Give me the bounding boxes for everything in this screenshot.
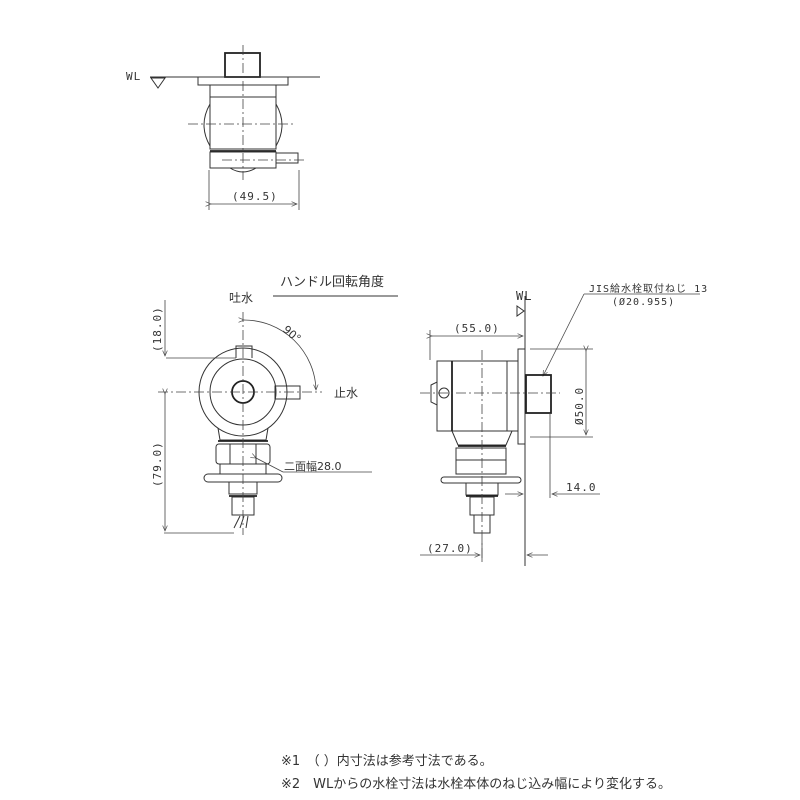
handle-rotation-title: ハンドル回転角度 xyxy=(280,274,384,290)
top-view: WL (49.5) xyxy=(126,45,320,210)
top-width-dim: (49.5) xyxy=(232,190,278,203)
dim-diameter: Ø50.0 xyxy=(573,387,586,425)
dim-thread-len: 14.0 xyxy=(566,481,597,494)
thread-label: JIS給水栓取付ねじ 13 xyxy=(589,282,708,295)
dim-height: (79.0) xyxy=(151,441,164,487)
angle-label: 90° xyxy=(280,323,303,345)
wl-triangle-icon xyxy=(150,77,166,89)
stop-label: 止水 xyxy=(334,386,358,400)
spout-label: 吐水 xyxy=(229,291,253,305)
dim-depth: (55.0) xyxy=(454,322,500,335)
front-view: ハンドル回転角度 吐水 止水 90° 二面幅28.0 xyxy=(151,274,398,535)
thread-diameter: (Ø20.955) xyxy=(612,296,675,308)
note-1: ※1 （ ）内寸法は参考寸法である。 xyxy=(281,754,493,769)
note-2: ※2 WLからの水栓寸法は水栓本体のねじ込み幅により変化する。 xyxy=(281,777,672,792)
side-wl-label: WL xyxy=(516,289,532,303)
across-flats-label: 二面幅28.0 xyxy=(284,460,342,473)
side-view: WL JIS給水栓取付ねじ 13 (Ø20.955) (55.0) xyxy=(420,282,708,566)
dim-offset: (27.0) xyxy=(427,542,473,555)
top-wl-label: WL xyxy=(126,70,141,83)
wl-triangle-icon xyxy=(516,305,525,317)
dim-top: (18.0) xyxy=(151,306,164,352)
